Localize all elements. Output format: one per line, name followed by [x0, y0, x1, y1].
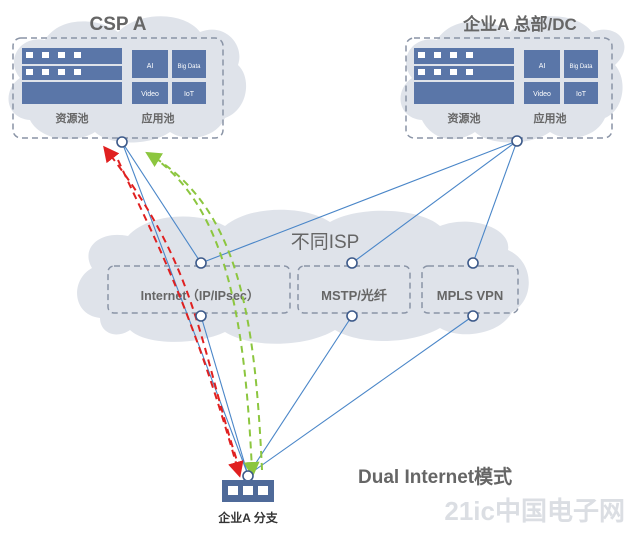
connection-nodes — [116, 135, 523, 482]
mstp-node-bottom — [346, 310, 358, 322]
hq-node — [511, 135, 523, 147]
csp-app-pool: AI Big Data Video IoT — [132, 50, 206, 104]
isp-title: 不同ISP — [291, 232, 360, 253]
csp-tile-ai: AI — [147, 63, 154, 70]
csp-resource-pool — [22, 48, 122, 104]
csp-app-label: 应用池 — [142, 111, 175, 125]
csp-node — [116, 136, 128, 148]
hq-frame — [405, 37, 613, 139]
csp-tile-video: Video — [141, 91, 159, 98]
csp-title: CSP A — [89, 14, 146, 35]
branch-label: 企业A 分支 — [217, 510, 279, 525]
hq-app-pool: AI Big Data Video IoT — [524, 50, 598, 104]
hq-tile-iot: IoT — [576, 91, 587, 98]
mode-label: Dual Internet模式 — [358, 465, 512, 488]
connection-lines — [121, 140, 518, 476]
watermark-text: 21ic中国电子网 — [444, 496, 625, 526]
isp-cloud — [77, 209, 529, 344]
csp-tile-bigdata: Big Data — [177, 64, 201, 70]
green-path — [151, 155, 260, 478]
csp-frame — [12, 37, 224, 139]
csp-cloud — [8, 16, 247, 143]
csp-tile-iot: IoT — [184, 91, 195, 98]
csp-resource-label: 资源池 — [56, 111, 89, 125]
hq-resource-label: 资源池 — [448, 111, 481, 125]
branch-node — [242, 470, 254, 482]
hq-tile-ai: AI — [539, 63, 546, 70]
mpls-node-bottom — [467, 310, 479, 322]
hq-app-label: 应用池 — [534, 111, 567, 125]
internet-node-bottom — [195, 310, 207, 322]
internet-node-top — [195, 257, 207, 269]
red-path-down — [117, 159, 244, 478]
mstp-label: MSTP/光纤 — [321, 288, 387, 303]
internet-label: Internet（IP/IPsec） — [141, 288, 260, 303]
branch-device — [222, 480, 274, 502]
hq-title: 企业A 总部/DC — [462, 14, 577, 34]
green-path-up — [145, 151, 263, 471]
mstp-node-top — [346, 257, 358, 269]
mpls-node-top — [467, 257, 479, 269]
hq-resource-pool — [414, 48, 514, 104]
mpls-label: MPLS VPN — [437, 288, 503, 303]
hq-tile-bigdata: Big Data — [569, 64, 593, 70]
red-path — [103, 145, 241, 471]
hq-tile-video: Video — [533, 91, 551, 98]
